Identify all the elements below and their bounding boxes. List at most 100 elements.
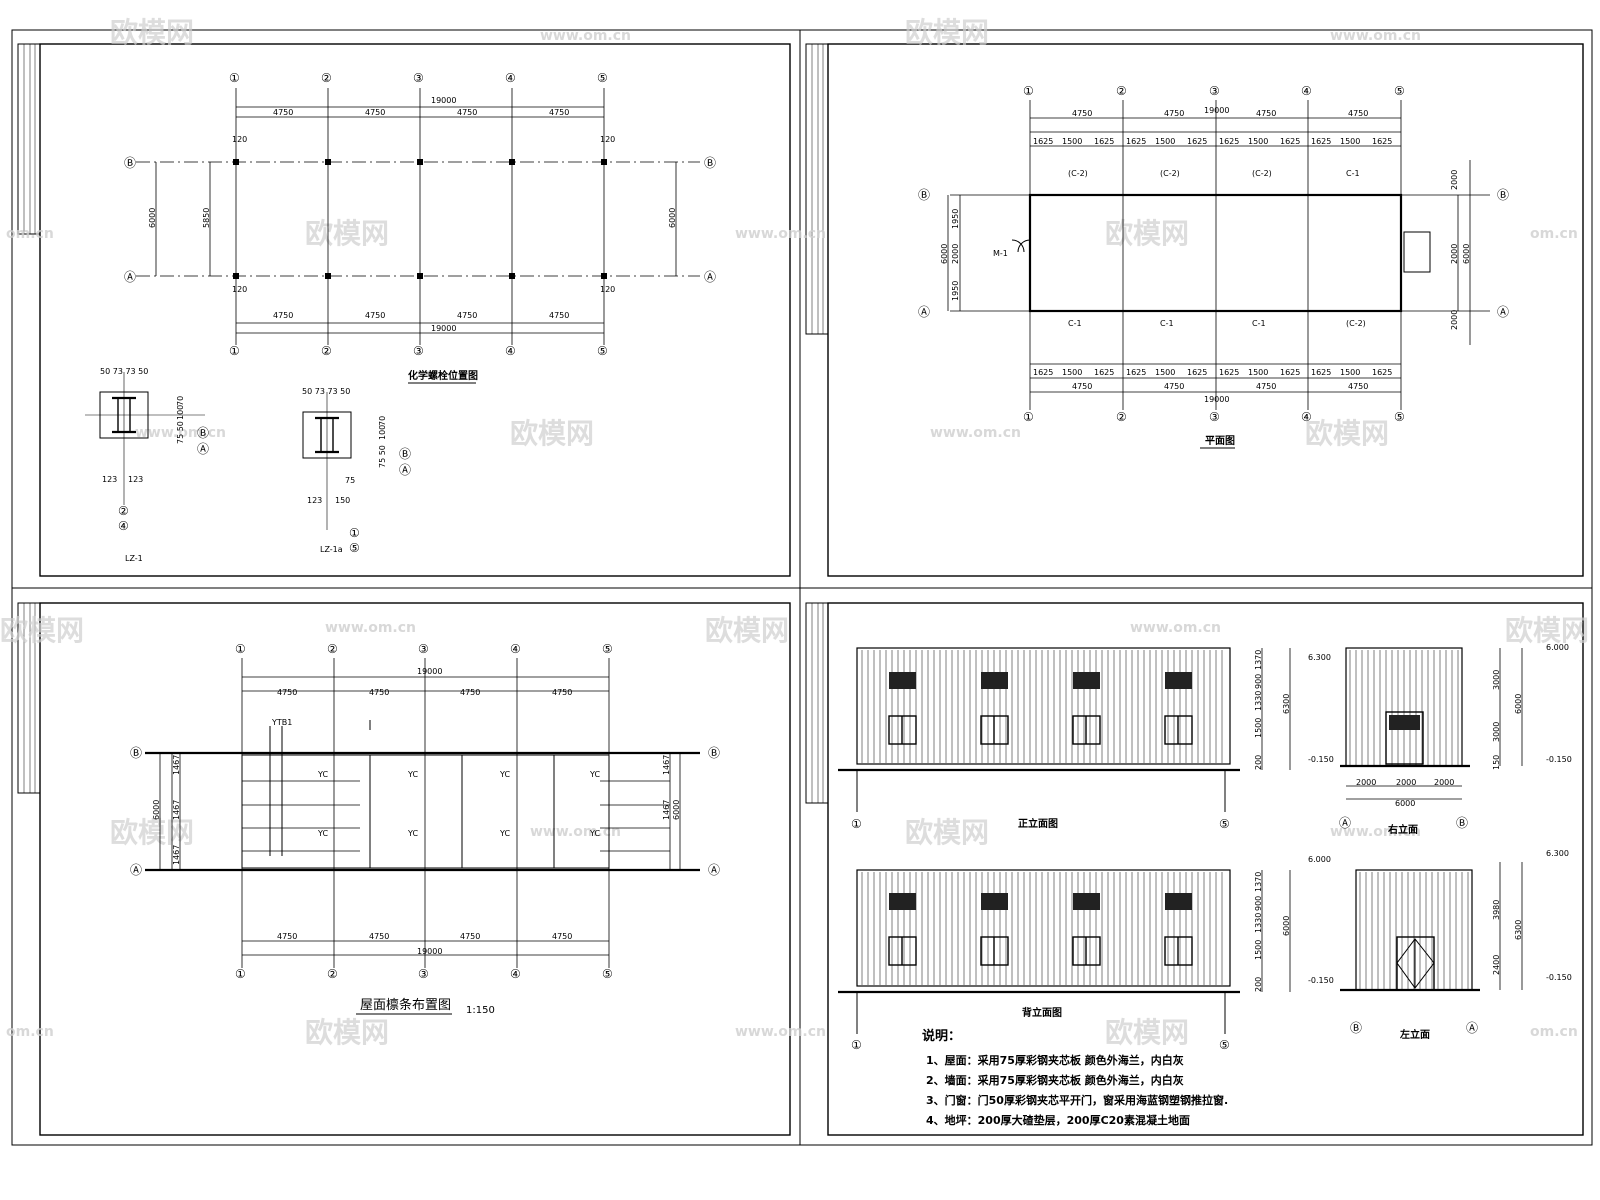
axis-1: ① [851, 817, 862, 831]
window-tag: C-1 [1160, 319, 1174, 328]
dim-bay: 4750 [1072, 109, 1092, 118]
watermark-logo: 欧模网 [905, 816, 989, 849]
dim-bay: 4750 [1348, 109, 1368, 118]
detail-dim: 123 [102, 475, 117, 484]
axis-b: Ⓑ [1497, 188, 1509, 202]
elev-mark: -0.150 [1308, 976, 1334, 985]
axis-5: ⑤ [597, 344, 608, 358]
svg-text:1625: 1625 [1094, 368, 1114, 377]
detail-dim: 150 [335, 496, 350, 505]
svg-text:200: 200 [1254, 755, 1263, 770]
axis-b: Ⓑ [124, 156, 136, 170]
purlin-tag: YC [589, 829, 600, 838]
svg-text:900: 900 [1254, 674, 1263, 689]
front-elevation: ① ⑤ 1370 900 1330 1500 200 6300 6.300 -0… [838, 647, 1334, 831]
note-3: 3、门窗：门50厚彩钢夹芯平开门，窗采用海蓝钢塑钢推拉窗. [926, 1093, 1228, 1107]
grid-axis-row-bottom: ① ② ③ ④ ⑤ [235, 967, 613, 981]
watermark-url: www.om.cn [735, 1024, 826, 1040]
svg-text:6000: 6000 [152, 800, 161, 820]
axis-1: ① [235, 642, 246, 656]
panel-floor-plan: ① ② ③ ④ ⑤ ① ② ③ ④ ⑤ Ⓑ Ⓐ Ⓑ Ⓐ [918, 84, 1509, 449]
watermark-logo: 欧模网 [0, 614, 84, 647]
axis-a: Ⓐ [1466, 1021, 1478, 1035]
axis-2: ② [327, 967, 338, 981]
watermark-url: om.cn [1530, 1024, 1578, 1040]
axis-b: Ⓑ [918, 188, 930, 202]
window-tag: (C-2) [1160, 169, 1180, 178]
dim-bay: 4750 [1256, 109, 1276, 118]
purlin-tag: YC [499, 770, 510, 779]
dim-bay: 4750 [273, 108, 293, 117]
axis-4: ④ [510, 642, 521, 656]
detail-dim-top: 50 73 73 50 [100, 367, 148, 376]
dim-bay: 4750 [549, 311, 569, 320]
axis-1: ① [235, 967, 246, 981]
detail-dim: 100 [176, 405, 185, 420]
left-elevation: Ⓑ Ⓐ 3980 2400 6300 6.300 -0.150 左立面 [1340, 849, 1572, 1041]
svg-text:1330: 1330 [1254, 913, 1263, 933]
watermark-logo: 欧模网 [1105, 217, 1189, 250]
axis-a: Ⓐ [704, 270, 716, 284]
axis-1: ① [229, 344, 240, 358]
front-elevation-title: 正立面图 [1018, 817, 1058, 830]
axis-1: ① [349, 526, 360, 540]
watermark-logo: 欧模网 [305, 1016, 389, 1049]
axis-4: ④ [118, 519, 129, 533]
svg-text:1467: 1467 [172, 755, 181, 775]
axis-3: ③ [418, 967, 429, 981]
watermark-url: www.om.cn [1130, 620, 1221, 636]
svg-text:1625: 1625 [1311, 368, 1331, 377]
axis-3: ③ [1209, 84, 1220, 98]
elev-mark: -0.150 [1308, 755, 1334, 764]
axis-5: ⑤ [349, 541, 360, 555]
dim-bay: 4750 [552, 932, 572, 941]
axis-1: ① [1023, 84, 1034, 98]
svg-text:1500: 1500 [1062, 137, 1082, 146]
elev-mark: 6.000 [1546, 643, 1569, 652]
window-tag: (C-2) [1252, 169, 1272, 178]
dim-bay: 4750 [457, 108, 477, 117]
svg-text:2400: 2400 [1492, 955, 1501, 975]
axis-3: ③ [1209, 410, 1220, 424]
axis-b: Ⓑ [197, 426, 209, 440]
detail-label: LZ-1 [125, 554, 143, 563]
svg-text:2000: 2000 [1434, 778, 1454, 787]
purlin-tag: YC [317, 829, 328, 838]
svg-text:1500: 1500 [1248, 368, 1268, 377]
axis-2: ② [118, 504, 129, 518]
axis-1: ① [229, 71, 240, 85]
watermark-url: www.om.cn [1330, 824, 1421, 840]
dim-bay: 4750 [549, 108, 569, 117]
watermark-url: om.cn [1530, 226, 1578, 242]
grid-axis-row-top: ① ② ③ ④ ⑤ [229, 71, 608, 85]
elev-mark: -0.150 [1546, 755, 1572, 764]
note-4: 4、地坪：200厚大碴垫层，200厚C20素混凝土地面 [926, 1113, 1190, 1127]
axis-a: Ⓐ [197, 442, 209, 456]
axis-2: ② [1116, 84, 1127, 98]
purlin-tag: YC [499, 829, 510, 838]
axis-2: ② [321, 344, 332, 358]
svg-text:1625: 1625 [1126, 137, 1146, 146]
svg-text:1500: 1500 [1340, 368, 1360, 377]
svg-text:6000: 6000 [1395, 799, 1415, 808]
svg-text:3980: 3980 [1492, 900, 1501, 920]
svg-text:1625: 1625 [1094, 137, 1114, 146]
dim-total: 19000 [1204, 395, 1229, 404]
svg-text:1625: 1625 [1372, 368, 1392, 377]
svg-text:1330: 1330 [1254, 691, 1263, 711]
watermark-logo: 欧模网 [705, 614, 789, 647]
dim-bay: 4750 [1164, 109, 1184, 118]
window-tag: (C-2) [1068, 169, 1088, 178]
panel-title-bolt-plan: 化学螺栓位置图 [408, 369, 478, 382]
notes-block: 说明： 1、屋面：采用75厚彩钢夹芯板 颜色外海兰，内白灰 2、墙面：采用75厚… [922, 1028, 1228, 1127]
panel-title-floor-plan: 平面图 [1205, 435, 1235, 447]
svg-text:1625: 1625 [1033, 137, 1053, 146]
svg-text:1500: 1500 [1340, 137, 1360, 146]
purlin-tag: YC [589, 770, 600, 779]
svg-text:1500: 1500 [1254, 940, 1263, 960]
svg-text:2000: 2000 [1450, 244, 1459, 264]
right-elevation: 2000 2000 2000 6000 Ⓐ Ⓑ 3000 3000 6000 1… [1339, 643, 1572, 836]
svg-text:1467: 1467 [662, 800, 671, 820]
axis-1: ① [1023, 410, 1034, 424]
dim-total: 19000 [431, 324, 456, 333]
